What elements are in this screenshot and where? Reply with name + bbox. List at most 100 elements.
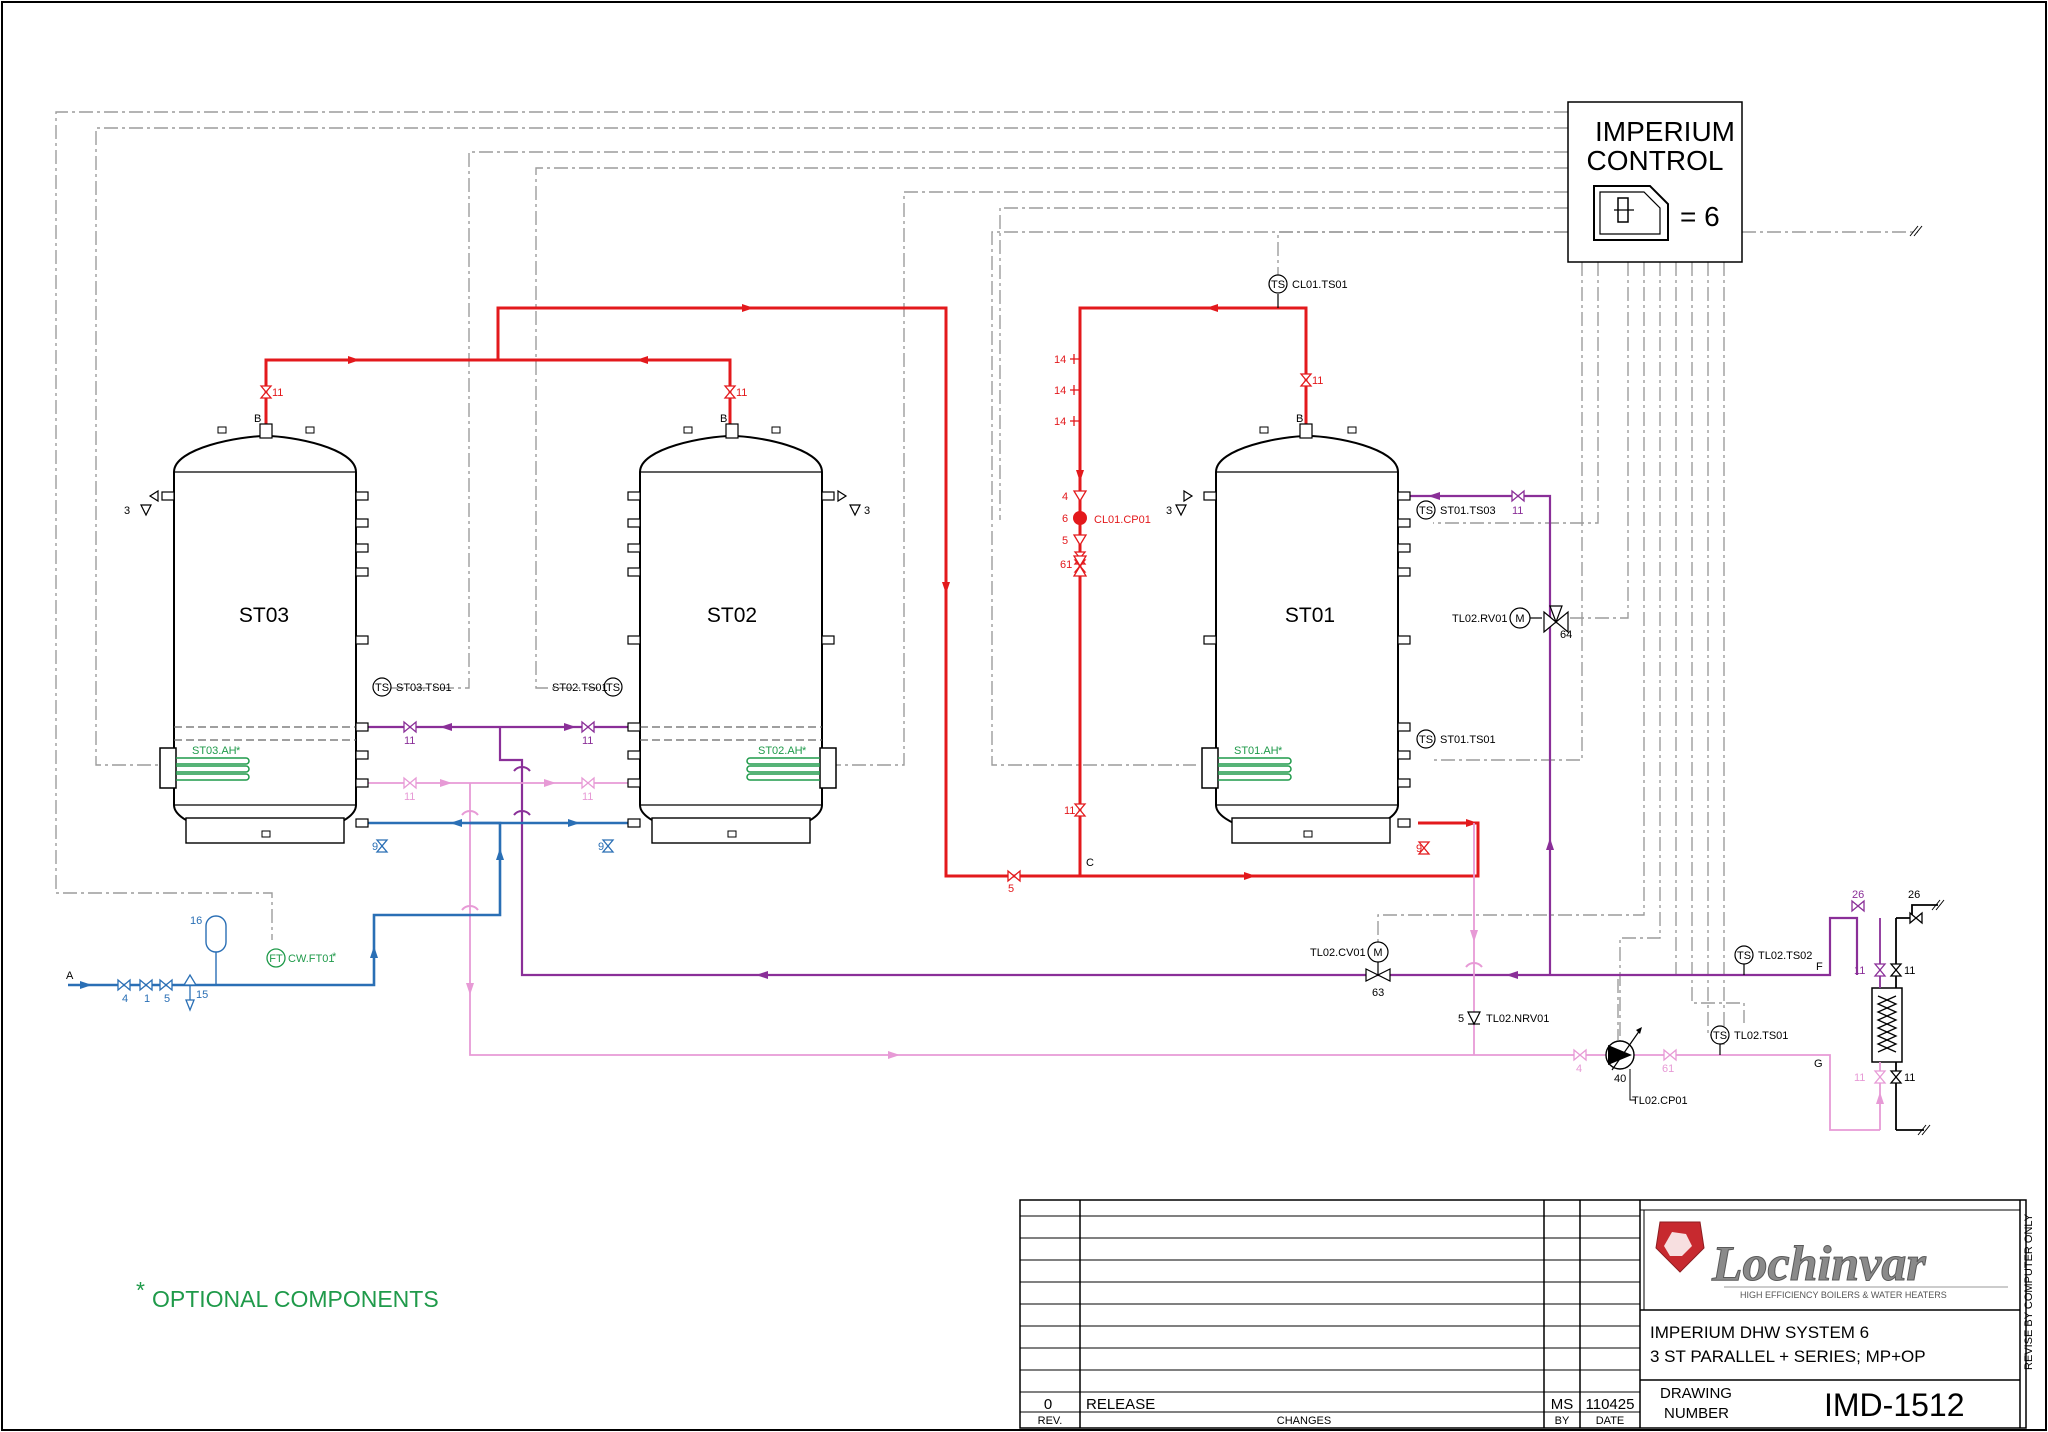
valves-recirc[interactable] [403, 490, 1865, 912]
cl01-taps [1070, 354, 1080, 426]
ts-cl01[interactable]: TS [1268, 274, 1288, 308]
ts-st02[interactable]: TS [603, 677, 623, 697]
drawing-number: IMD-1512 [1824, 1387, 1965, 1423]
flow-meter-cw[interactable]: FT [266, 948, 286, 968]
tag-c: C [1086, 857, 1094, 869]
ts-symbol: TS [1419, 505, 1433, 517]
valve-tag-4-opt: 4 [1576, 1063, 1582, 1075]
revision-rev: 0 [1044, 1396, 1052, 1413]
pump-tag-6: 6 [1062, 513, 1068, 525]
circulator-cp01[interactable] [1605, 1027, 1642, 1101]
control-title-2: CONTROL [1587, 145, 1724, 176]
drawing-title-2: 3 ST PARALLEL + SERIES; MP+OP [1650, 1347, 1926, 1366]
ts-symbol: TS [375, 682, 389, 694]
hx-tag-11-b: 11 [1904, 965, 1915, 977]
tag-g: G [1814, 1058, 1823, 1070]
ts-symbol: TS [1737, 950, 1751, 962]
m-symbol: M [1373, 947, 1382, 959]
tag-a: A [66, 970, 74, 982]
ts-label-st02: ST02.TS01 [552, 682, 608, 694]
title-block-rows [1020, 1215, 1640, 1413]
recirc-optional-piping [366, 782, 1880, 1131]
ts-label-st01-low: ST01.TS01 [1440, 734, 1496, 746]
drawing-number-label-2: NUMBER [1664, 1405, 1729, 1422]
ft-symbol: FT [269, 953, 283, 965]
ts-st03[interactable]: TS [372, 677, 392, 697]
ts-label-st03: ST03.TS01 [396, 682, 452, 694]
cv01-label: TL02.CV01 [1310, 947, 1366, 959]
heater-elements [159, 747, 1292, 789]
valve-tag-11-loop: 11 [1064, 805, 1075, 817]
drawing-number-label-1: DRAWING [1660, 1385, 1732, 1402]
revise-note: REVISE BY COMPUTER ONLY [2023, 1213, 2035, 1370]
valve-tag-5-cold: 5 [164, 993, 170, 1005]
pump-tag-5: 5 [1062, 535, 1068, 547]
expansion-tank-tag: 16 [190, 915, 202, 927]
cold-water-arrows [80, 819, 580, 989]
mixing-valve-rv01[interactable]: M [1509, 605, 1569, 634]
controller-icon [1593, 185, 1669, 241]
heater-asterisk-st01: * [1278, 745, 1283, 757]
tank-nozzles [161, 426, 1411, 838]
recirc-arrows [440, 492, 1554, 979]
heat-exchanger[interactable] [1871, 987, 1903, 1063]
control-title-1: IMPERIUM [1595, 116, 1735, 147]
pipe-crossings [461, 766, 1483, 968]
valve-tag-11-recirc-st01: 11 [1512, 505, 1523, 517]
revision-change: RELEASE [1086, 1396, 1155, 1413]
heater-label-st02: ST02.AH [758, 745, 803, 757]
check-valve-cv01[interactable]: M [1365, 941, 1391, 982]
pump-tag-4: 4 [1062, 491, 1068, 503]
valve-tag-11-recirc-st02: 11 [582, 735, 593, 747]
ts-symbol: TS [1419, 734, 1433, 746]
relief-valves[interactable] [140, 489, 1194, 517]
ts-label-tl02-ts01: TL02.TS01 [1734, 1030, 1788, 1042]
changes-header: CHANGES [1277, 1415, 1331, 1427]
ft-asterisk-cw: * [332, 951, 337, 963]
drawing-title-1: IMPERIUM DHW SYSTEM 6 [1650, 1323, 1869, 1342]
cl01-pump[interactable] [1072, 490, 1088, 577]
tank-label-st01: ST01 [1285, 604, 1335, 627]
cold-prv[interactable] [182, 973, 198, 1012]
tank-st03[interactable] [173, 423, 357, 844]
hx-tag-11-c: 11 [1854, 1072, 1865, 1084]
non-return-valve-nrv01[interactable] [1467, 1011, 1481, 1026]
ts-tl02-ts01[interactable]: TS [1710, 1025, 1730, 1055]
brand-tagline: HIGH EFFICIENCY BOILERS & WATER HEATERS [1740, 1290, 1947, 1300]
valve-tag-61-opt: 61 [1662, 1063, 1674, 1075]
relief-tag-3-st01: 3 [1166, 505, 1172, 517]
brand-name: Lochinvar [1711, 1235, 1926, 1291]
ts-label-st01-top: ST01.TS03 [1440, 505, 1496, 517]
valve-tag-11-st02: 11 [736, 387, 747, 399]
valve-tag-15-cold: 15 [196, 989, 208, 1001]
cp01-tag: 40 [1614, 1073, 1626, 1085]
rv01-tag: 64 [1560, 629, 1572, 641]
imperium-control[interactable]: IMPERIUM CONTROL = 6 [1567, 101, 1743, 263]
relief-tag-3-st03: 3 [124, 505, 130, 517]
pump-tag-61: 61 [1060, 559, 1072, 571]
nozzle-tag-b-st01: B [1296, 413, 1303, 425]
ts-st01-low[interactable]: TS [1416, 729, 1436, 749]
valve-tag-4-cold: 4 [122, 993, 128, 1005]
cp01-label: TL02.CP01 [1632, 1095, 1688, 1107]
recirc-optional-arrows [440, 779, 1884, 1104]
ts-label-cl01: CL01.TS01 [1292, 279, 1348, 291]
nrv01-label: TL02.NRV01 [1486, 1013, 1549, 1025]
lochinvar-logo: Lochinvar HIGH EFFICIENCY BOILERS & WATE… [1655, 1221, 2008, 1300]
optional-note: OPTIONAL COMPONENTS [152, 1286, 439, 1312]
valve-tag-11-st03: 11 [272, 387, 283, 399]
ft-label-cw: CW.FT01 [288, 953, 334, 965]
relief-tag-3-st02: 3 [864, 505, 870, 517]
valve-tag-11-opt-st03: 11 [404, 791, 415, 803]
ts-st01-top[interactable]: TS [1416, 500, 1436, 520]
revision-by: MS [1551, 1396, 1574, 1413]
revision-date: 110425 [1586, 1396, 1635, 1413]
tank-label-st03: ST03 [239, 604, 289, 627]
rev-header: REV. [1038, 1415, 1063, 1427]
valve-tag-9-st02: 9 [598, 841, 604, 853]
expansion-tank[interactable] [205, 915, 227, 985]
tag-f: F [1816, 961, 1823, 973]
tank-st02[interactable] [639, 423, 823, 844]
ts-tl02-ts02[interactable]: TS [1734, 945, 1754, 975]
